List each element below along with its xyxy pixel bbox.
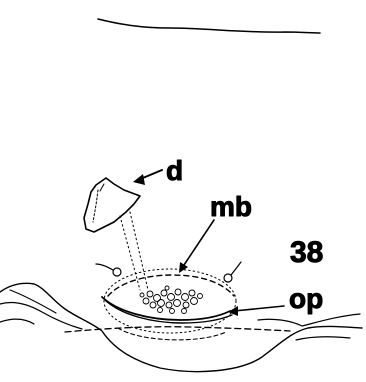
left-ridge-fold-lower <box>0 319 34 324</box>
right-pore <box>224 262 241 282</box>
left-ridge-fold-upper <box>10 290 56 313</box>
capsule-lower-dashed-arc <box>118 328 226 340</box>
fragment-inner-detail <box>100 184 104 191</box>
capsule-outer-dotted <box>104 269 236 333</box>
arrow-op <box>228 306 284 316</box>
fragment-inner-edge <box>93 190 98 222</box>
figure-number: 38 <box>290 236 323 269</box>
operculum-line-outer <box>102 297 230 320</box>
left-ridge-fold <box>0 302 82 329</box>
right-ridge-fold-lower <box>296 337 350 340</box>
arrow-mb <box>179 220 214 273</box>
arrow-d <box>133 170 162 185</box>
stippled-mass <box>140 286 203 314</box>
left-pore <box>96 264 121 276</box>
label-mb: mb <box>210 191 252 222</box>
fragment-outline <box>84 178 140 232</box>
dashed-basin-line <box>65 327 290 332</box>
label-op: op <box>289 283 323 314</box>
top-contour-line <box>98 19 320 33</box>
connector-dotted-right <box>130 212 148 290</box>
label-d: d <box>166 155 183 186</box>
right-ridge-fold <box>258 314 360 326</box>
